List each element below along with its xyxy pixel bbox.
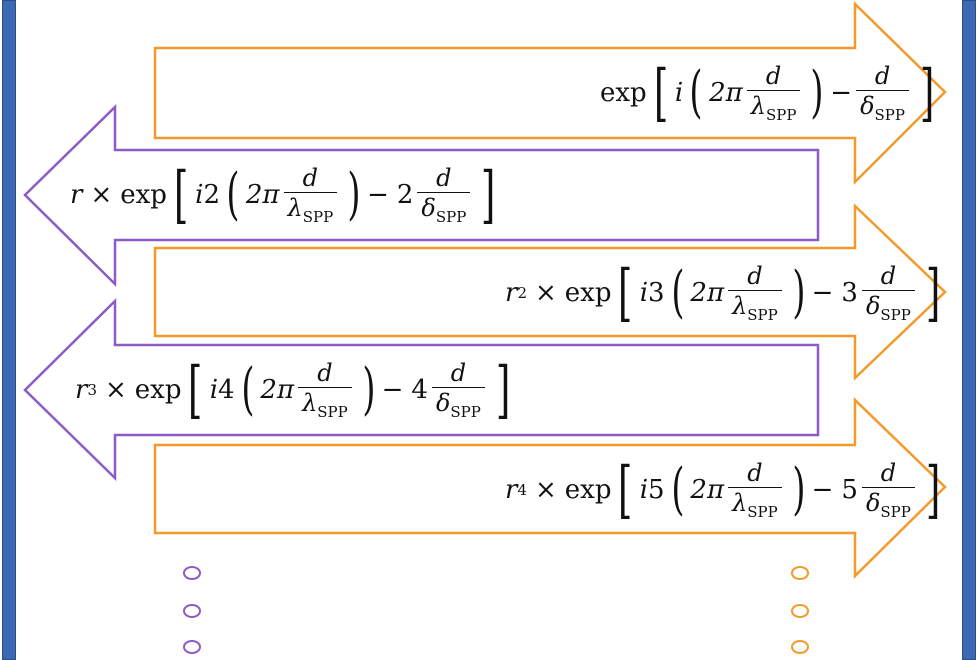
frac-d-lambda: d λSPP — [728, 461, 782, 520]
power: 4 — [517, 480, 527, 499]
right-bracket: ] — [919, 56, 935, 129]
d-coef: 3 — [841, 278, 858, 308]
continuation-dot — [183, 566, 201, 580]
power: 2 — [517, 283, 527, 302]
forward-arrow-2 — [153, 203, 947, 381]
exp-label: exp — [600, 78, 647, 108]
exp-label: exp — [120, 180, 167, 210]
d-coef: 2 — [396, 180, 414, 210]
continuation-dot — [183, 640, 201, 654]
d-coef: 4 — [411, 375, 428, 405]
backward-arrow-1 — [23, 104, 820, 287]
frac-d-lambda: d λSPP — [746, 64, 801, 123]
continuation-dot — [791, 604, 809, 618]
reflect-coef: r — [70, 180, 83, 210]
left-bracket: [ — [653, 56, 669, 129]
left-paren: ( — [689, 60, 703, 125]
minus-sign: − — [830, 78, 853, 108]
d-coef: 5 — [841, 475, 858, 505]
formula-term-1: exp [ i ( 2π d λSPP ) − d δSPP ] — [600, 48, 941, 138]
continuation-dot — [791, 566, 809, 580]
i-coef: 5 — [648, 475, 665, 505]
backward-arrow-2 — [23, 298, 820, 481]
times-sign: × — [90, 180, 113, 210]
right-paren: ) — [810, 60, 824, 125]
forward-arrow-3 — [153, 397, 947, 579]
continuation-dot — [183, 604, 201, 618]
frac-d-delta: d δSPP — [861, 461, 915, 520]
power: 3 — [87, 380, 97, 399]
forward-arrow-1 — [153, 1, 947, 186]
frac-d-lambda: d λSPP — [283, 166, 338, 225]
continuation-dot — [791, 640, 809, 654]
frac-d-delta: d δSPP — [856, 64, 909, 123]
i-coef: 4 — [218, 375, 235, 405]
i-coef: 3 — [648, 278, 665, 308]
two-pi: 2π — [709, 78, 743, 108]
i-coef: 2 — [203, 180, 221, 210]
frac-d-lambda: d λSPP — [728, 264, 782, 323]
frac-d-delta: d δSPP — [861, 264, 915, 323]
imag-unit: i — [674, 78, 684, 108]
frac-d-delta: d δSPP — [431, 361, 485, 420]
frac-d-delta: d δSPP — [417, 166, 471, 225]
frac-d-lambda: d λSPP — [298, 361, 352, 420]
